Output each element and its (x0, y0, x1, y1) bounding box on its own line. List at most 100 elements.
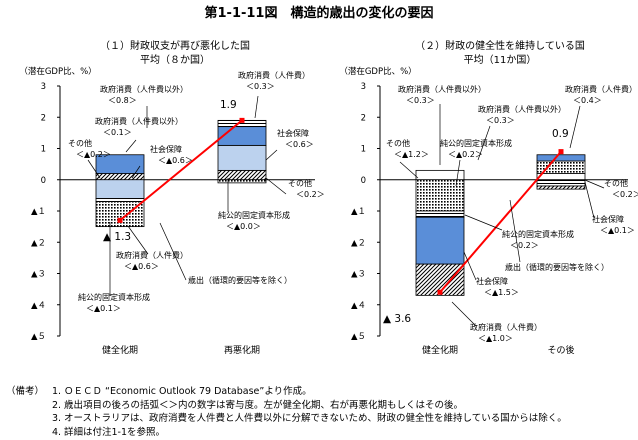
series-annotation-name: その他 (288, 178, 312, 188)
bar-segment (217, 144, 267, 171)
annotation-leader-line (87, 159, 101, 179)
series-annotation-value: ＜0.8＞ (108, 96, 137, 105)
note-row: （備考）1.ＯＥＣＤ “Economic Outlook 79 Database… (6, 385, 634, 399)
annotation-leader-line (569, 105, 581, 149)
y-axis-label: （潜在GDP比、%） (19, 66, 96, 77)
bar-segment (415, 263, 465, 296)
bar-segment (95, 179, 145, 199)
series-annotation-value: ＜▲0.6＞ (158, 156, 193, 165)
note-head (6, 426, 52, 440)
total-expenditure-line (439, 150, 562, 293)
series-annotation-name: 社会保障 (277, 128, 309, 138)
series-annotation-value: ＜▲1.2＞ (394, 150, 429, 159)
bar-segment (217, 126, 267, 146)
annotation-leader-line (477, 125, 491, 161)
panel-title: （２）財政の健全性を維持している国 (415, 39, 585, 52)
series-annotation-name: 歳出（循環的要因等を除く） (188, 275, 292, 285)
total-point (558, 149, 564, 155)
bar-segment (415, 216, 465, 265)
annotation-leader-line (451, 301, 477, 327)
series-annotation-name: その他 (386, 138, 410, 148)
y-tick-label: ▲２ (351, 238, 366, 248)
bar-segment (415, 179, 465, 212)
series-annotation-value: ＜▲0.2＞ (76, 150, 111, 159)
series-annotation-name: 純公的固定資本形成 (218, 210, 290, 220)
bar-segment (415, 210, 465, 218)
series-annotation-value: ＜▲0.6＞ (124, 262, 159, 271)
bar-segment (536, 179, 586, 187)
total-point (239, 117, 245, 123)
bar-segment (95, 198, 145, 203)
note-row: 2.歳出項目の後ろの括弧＜＞内の数字は寄与度。左が健全化期、右が再悪化期もしくは… (6, 399, 634, 413)
series-annotation-name: 社会保障 (476, 276, 508, 286)
series-annotation-name: 純公的固定資本形成 (502, 229, 574, 239)
bar-segment (95, 154, 145, 174)
panel-subtitle: 平均（８か国） (140, 54, 210, 66)
y-axis-label: （潜在GDP比、%） (339, 66, 416, 77)
annotation-leader-line (131, 165, 141, 179)
series-annotation-name: 歳出（循環的要因等を除く） (505, 262, 609, 272)
series-annotation-name: 純公的固定資本形成 (78, 292, 150, 302)
series-annotation-name: 政府消費（人件費以外） (398, 84, 486, 94)
annotation-leader-line (584, 179, 605, 189)
annotation-leader-line (509, 199, 521, 263)
series-annotation-name: その他 (68, 138, 92, 148)
series-annotation-value: ＜▲0.1＞ (600, 226, 635, 235)
annotation-leader-line (464, 214, 503, 231)
bar-segment (95, 173, 145, 181)
x-category-label: その後 (547, 344, 574, 356)
note-number: 1. (52, 386, 62, 397)
bar-segment (217, 169, 267, 181)
bar-segment (536, 185, 586, 190)
y-tick-label: ▲５ (351, 332, 366, 342)
bar-segment (217, 179, 267, 184)
y-tick-label: 0 (361, 176, 366, 186)
annotation-leader-line (265, 149, 278, 161)
series-annotation-name: 政府消費（人件費以外） (95, 116, 183, 126)
total-value-label: 1.9 (220, 99, 237, 111)
bar-segment (536, 173, 586, 181)
annotation-leader-line (399, 161, 419, 179)
series-annotation-value: ＜0.3＞ (406, 96, 435, 105)
annotation-leader-line (254, 95, 259, 119)
series-annotation-name: 政府消費（人件費以外） (478, 104, 566, 114)
y-tick-label: ▲４ (351, 301, 366, 311)
note-number: 2. (52, 399, 62, 411)
series-annotation-value: ＜▲0.1＞ (86, 304, 121, 313)
series-annotation-value: ＜0.2＞ (612, 190, 638, 199)
series-annotation-name: 純公的固定資本形成 (440, 138, 512, 148)
annotation-leader-line (584, 181, 595, 219)
y-tick-label: ▲５ (31, 332, 46, 342)
y-tick-label: 1 (41, 145, 46, 155)
bar-segment (536, 154, 586, 162)
note-text: ＯＥＣＤ “Economic Outlook 79 Database”より作成。 (64, 386, 312, 397)
y-tick-label: 3 (361, 82, 366, 92)
x-category-label: 再悪化期 (224, 344, 260, 356)
series-annotation-name: その他 (604, 178, 628, 188)
series-annotation-value: ＜0.6＞ (285, 140, 314, 149)
y-tick-label: ▲２ (31, 238, 46, 248)
y-tick-label: 2 (41, 113, 46, 123)
y-tick-label: ▲３ (31, 270, 46, 280)
series-annotation-value: ＜0.3＞ (486, 116, 515, 125)
series-annotation-name: 政府消費（人件費） (238, 70, 310, 80)
series-annotation-name: 政府消費（人件費） (565, 84, 637, 94)
annotation-leader-line (455, 159, 461, 187)
series-annotation-value: ＜0.3＞ (246, 82, 275, 91)
note-text: オーストラリアは、政府消費を人件費と人件費以外に分解できないため、財政の健全性を… (64, 413, 567, 424)
series-annotation-name: 政府消費（人件費以外） (100, 84, 188, 94)
series-annotation-name: 政府消費（人件費） (470, 322, 542, 332)
y-tick-label: 0 (41, 176, 46, 186)
series-annotation-value: ＜▲0.2＞ (448, 150, 483, 159)
bar-segment (415, 169, 465, 181)
series-annotation-name: 社会保障 (150, 144, 182, 154)
panel-subtitle: 平均（11か国） (464, 54, 537, 66)
series-annotation-value: ＜▲0.0＞ (226, 222, 261, 231)
series-annotation-value: ＜0.4＞ (573, 96, 602, 105)
panel-right-chart: （２）財政の健全性を維持している国平均（11か国）（潜在GDP比、%）3210▲… (339, 39, 638, 356)
y-tick-label: ▲４ (31, 301, 46, 311)
total-point (117, 217, 123, 223)
y-tick-label: ▲１ (351, 207, 366, 217)
y-tick-label: ▲３ (351, 270, 366, 280)
